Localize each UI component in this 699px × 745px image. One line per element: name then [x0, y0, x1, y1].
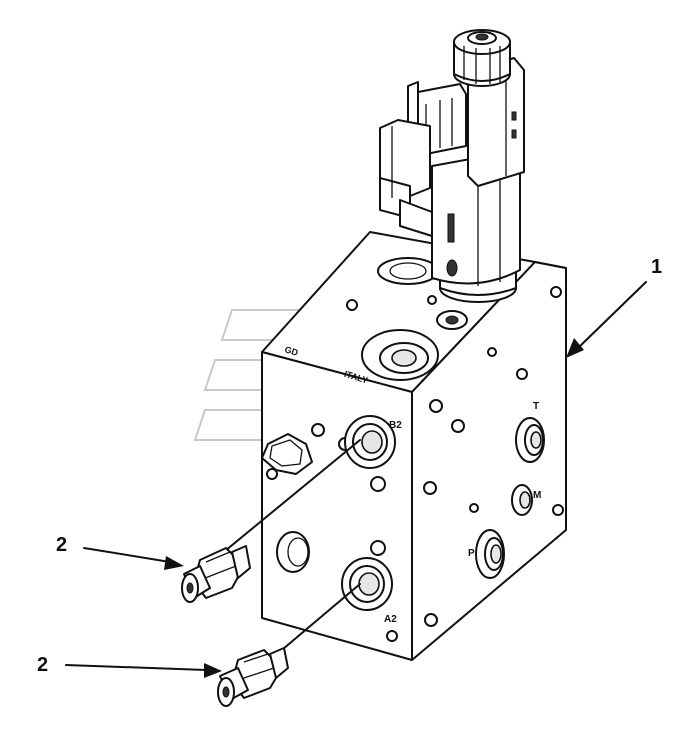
- callout-2-upper: 2: [56, 534, 184, 570]
- hex-plug: [261, 433, 313, 475]
- callout-1: 1: [566, 256, 662, 358]
- label-a2: A2: [384, 614, 397, 625]
- fitting-lower: [217, 583, 361, 707]
- port-a2: [341, 557, 393, 611]
- callout-2-upper-arrowhead: [164, 556, 184, 570]
- solenoid-coil: [431, 149, 521, 285]
- label-t: T: [533, 401, 539, 412]
- callout-2-upper-number: 2: [56, 534, 67, 556]
- valve-block: GD ITALY B2 A2: [261, 231, 567, 661]
- callout-2-lower-number: 2: [37, 654, 48, 676]
- port-b2: [344, 415, 396, 469]
- fitting-upper: [181, 439, 361, 603]
- label-small: M: [533, 490, 541, 501]
- callout-1-number: 1: [651, 256, 662, 278]
- label-p: P: [468, 548, 475, 559]
- port-p: [475, 529, 505, 579]
- callout-1-arrowhead: [566, 338, 584, 358]
- front-port-left: [276, 531, 310, 573]
- callout-2-lower-arrowhead: [204, 663, 222, 678]
- port-small: [511, 484, 533, 516]
- callout-2-lower: 2: [37, 654, 222, 678]
- top-port-rear: [377, 257, 439, 285]
- port-t: [515, 417, 545, 463]
- stamp-gd: GD: [283, 344, 299, 358]
- label-b2: B2: [389, 420, 402, 431]
- solenoid-valve: [379, 29, 525, 303]
